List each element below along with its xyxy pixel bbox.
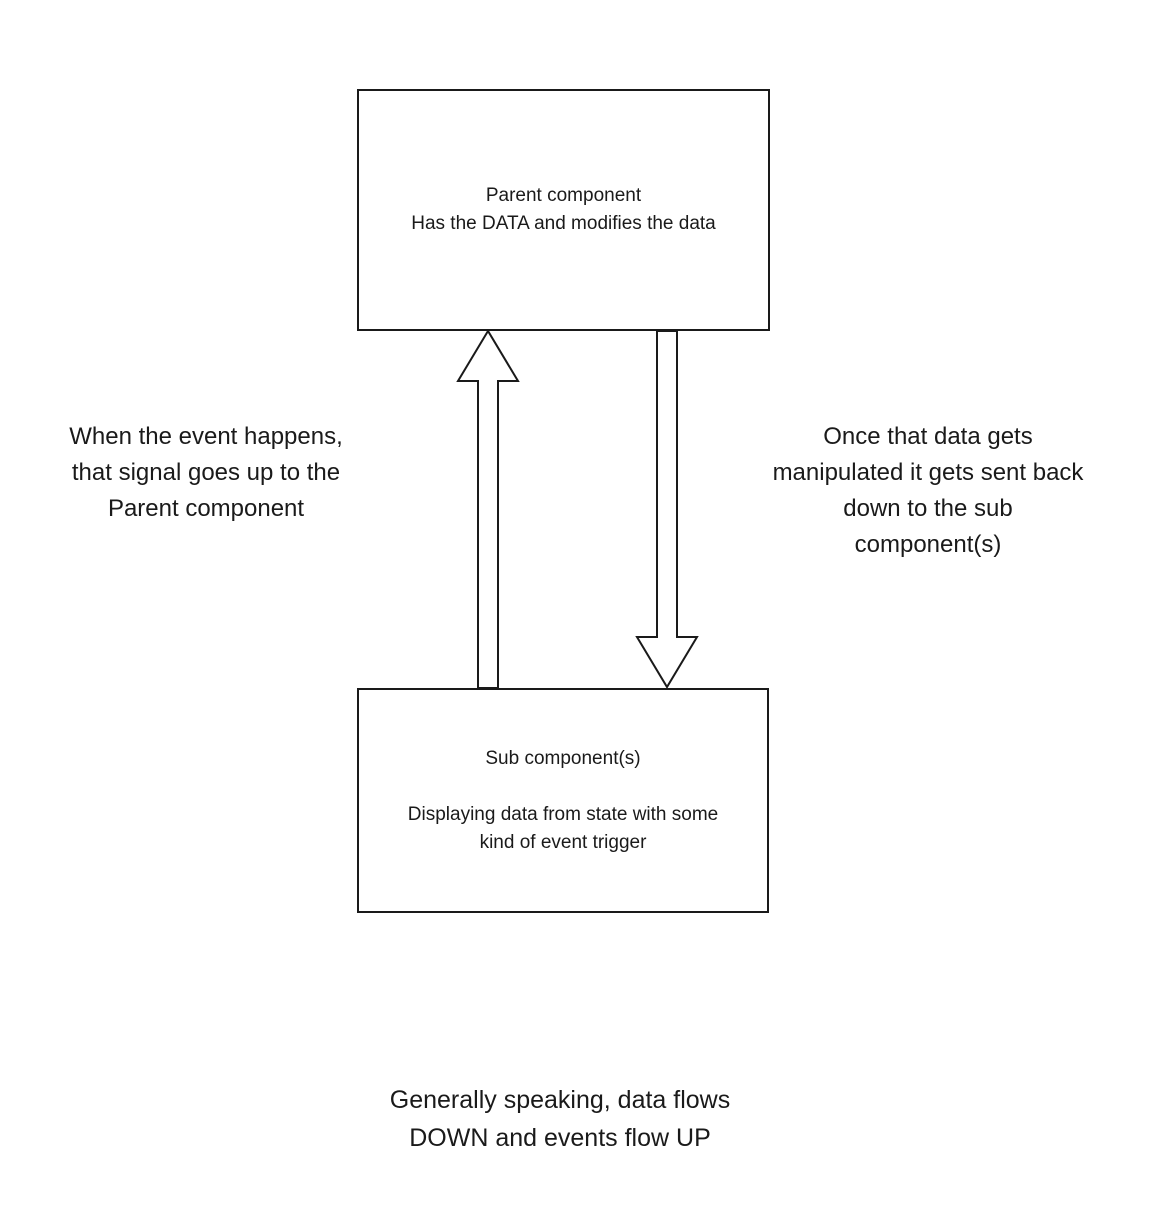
- right-annotation-line: down to the sub: [843, 495, 1013, 522]
- bottom-caption: Generally speaking, data flows DOWN and …: [360, 1081, 760, 1157]
- down-arrow-icon: [635, 331, 699, 689]
- left-annotation: When the event happens, that signal goes…: [20, 419, 392, 527]
- bottom-caption-line: DOWN and events flow UP: [409, 1124, 711, 1152]
- sub-box-title: Sub component(s): [485, 747, 641, 769]
- parent-box-title: Parent component: [485, 185, 642, 206]
- bottom-caption-line: Generally speaking, data flows: [389, 1086, 731, 1114]
- up-arrow-icon: [456, 329, 520, 689]
- left-annotation-line: When the event happens,: [69, 423, 343, 450]
- sub-component-box: Sub component(s) Displaying data from st…: [357, 688, 769, 913]
- parent-box-subtitle: Has the DATA and modifies the data: [411, 213, 716, 234]
- right-annotation-line: component(s): [854, 531, 1002, 558]
- right-annotation-line: manipulated it gets sent back: [772, 459, 1084, 486]
- sub-box-body-line: Displaying data from state with some: [407, 803, 719, 825]
- left-annotation-line: Parent component: [107, 495, 305, 522]
- sub-box-body-line: kind of event trigger: [479, 831, 647, 853]
- right-annotation: Once that data gets manipulated it gets …: [728, 419, 1128, 563]
- right-annotation-line: Once that data gets: [823, 423, 1033, 450]
- left-annotation-line: that signal goes up to the: [71, 459, 341, 486]
- parent-component-box: Parent component Has the DATA and modifi…: [357, 89, 770, 331]
